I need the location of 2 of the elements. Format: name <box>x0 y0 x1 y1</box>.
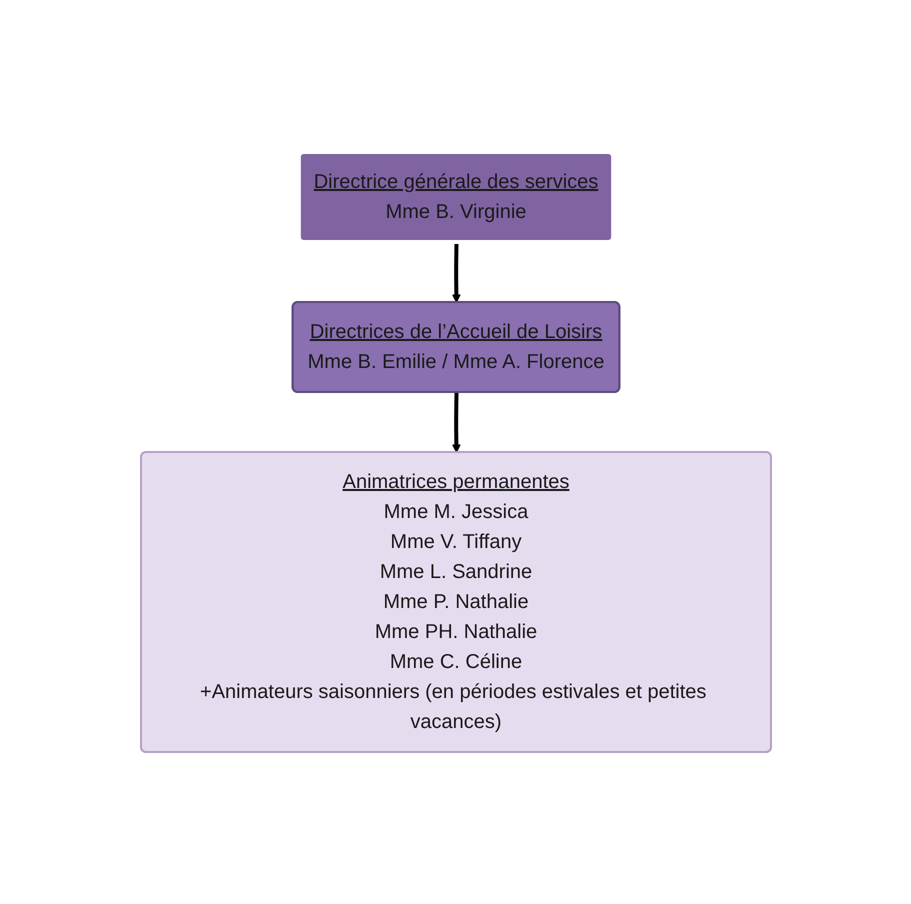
arrow <box>451 242 460 303</box>
arrow <box>451 392 460 453</box>
